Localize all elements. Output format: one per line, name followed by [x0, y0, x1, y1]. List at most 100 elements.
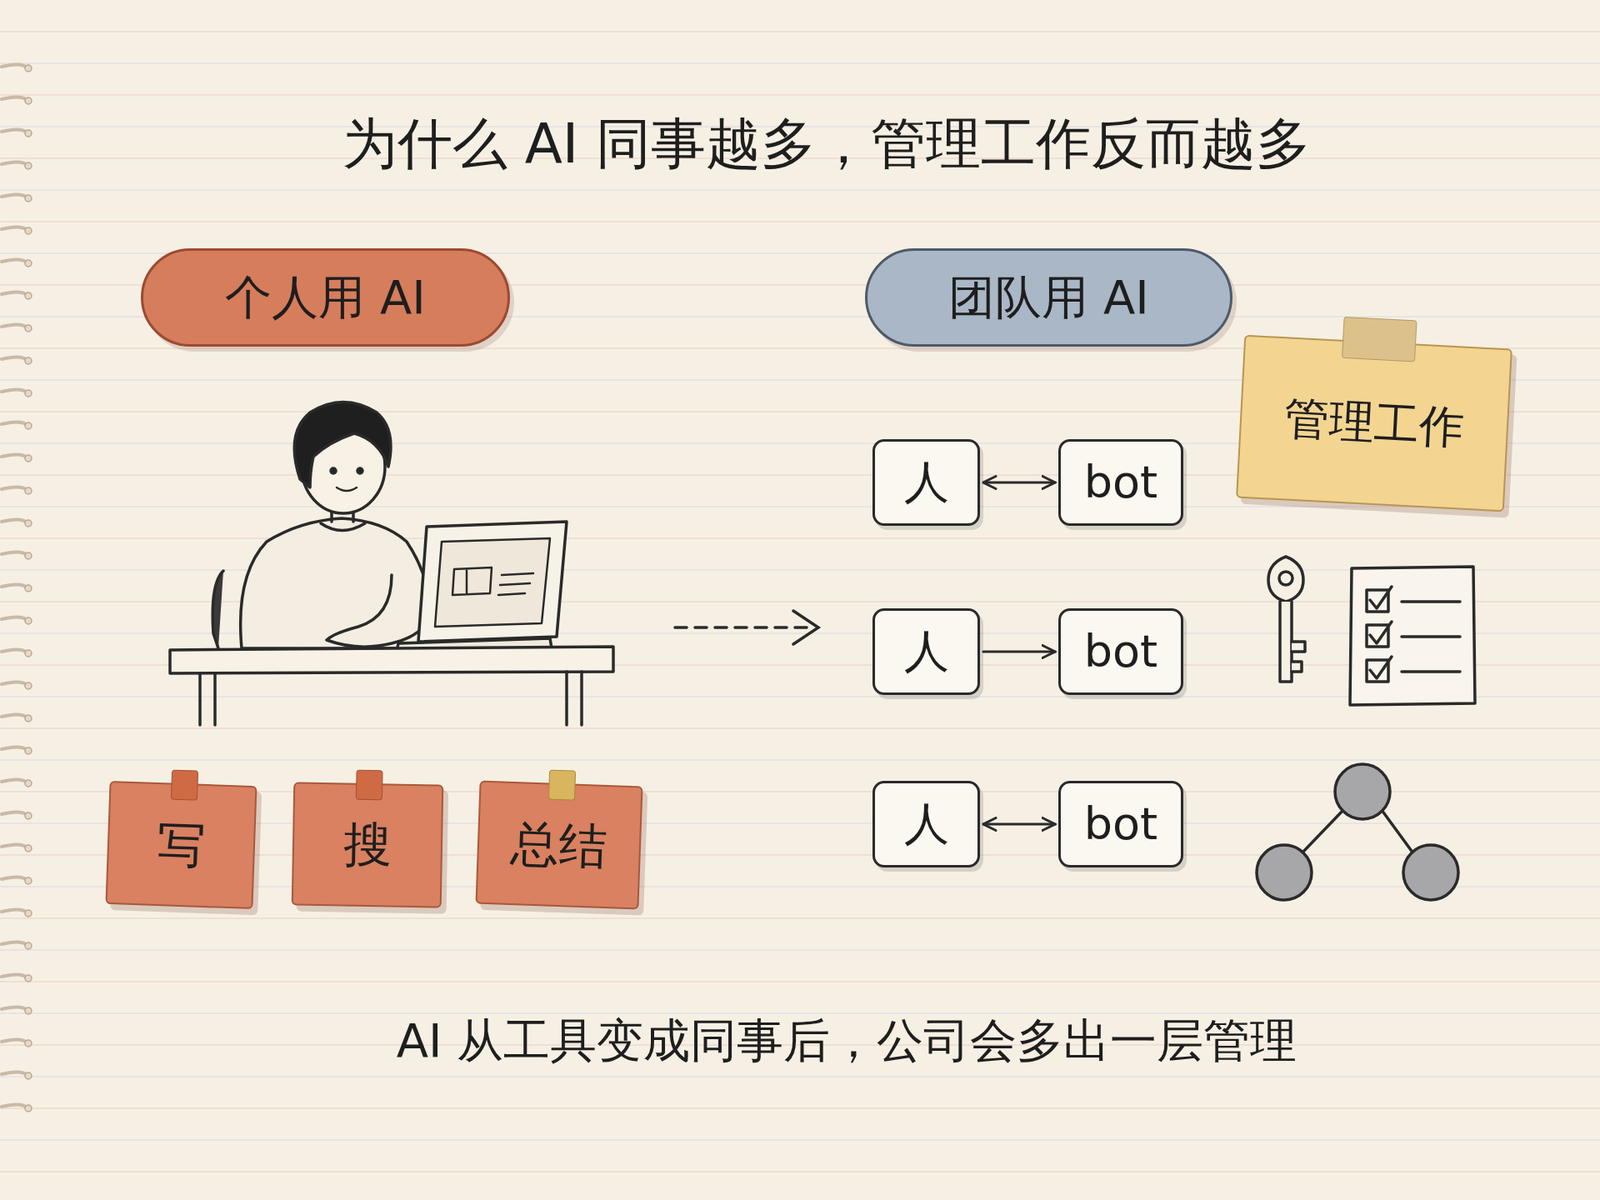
punch-hole [25, 1007, 32, 1015]
network-node [1335, 764, 1390, 820]
node-label: 搜 [342, 816, 392, 874]
punch-hole [25, 292, 32, 300]
check-mark [1370, 621, 1392, 644]
node-label: 写 [155, 816, 206, 875]
checklist-icon [1350, 566, 1475, 705]
ruled-line [0, 1170, 1600, 1173]
spiral-coil [1, 324, 29, 329]
ruled-lines [0, 31, 1600, 1172]
connector-arrow [983, 481, 1055, 485]
spiral-coil [1, 1071, 29, 1076]
node-text-wrap: 团队用 AI [948, 270, 1150, 325]
check-rows [1366, 586, 1460, 682]
spiral-coil [1, 1104, 29, 1109]
node-text-wrap: bot [1084, 625, 1159, 678]
node-text-wrap: 个人用 AI [225, 270, 426, 325]
spiral-coil [1, 876, 29, 881]
punch-hole [25, 357, 32, 365]
sticky-note: 搜 [291, 781, 445, 908]
node-text-wrap: bot [1084, 798, 1159, 850]
person-box: 人 [872, 780, 980, 868]
spiral-coil [1, 974, 29, 979]
node-label: 人 [904, 625, 950, 678]
spiral-coil [1, 779, 29, 784]
spiral-coil [1, 454, 29, 459]
node-label: 个人用 AI [225, 270, 426, 325]
ruled-line [0, 917, 1600, 920]
punch-hole [25, 487, 32, 495]
node-label: 人 [904, 798, 950, 850]
ruled-line [0, 980, 1600, 983]
punch-hole [25, 682, 32, 690]
bot-box: bot [1058, 608, 1184, 695]
ruled-line [0, 94, 1600, 96]
punch-hole [25, 585, 32, 592]
connector-arrow [983, 650, 1055, 654]
eye [357, 468, 363, 474]
spiral-coil [1, 129, 29, 134]
node-label: bot [1084, 798, 1159, 850]
punch-hole [25, 910, 32, 917]
punch-hole [25, 65, 32, 72]
ruled-line [0, 189, 1600, 191]
spiral-coil [1, 519, 29, 524]
node-text-wrap: bot [1084, 456, 1159, 509]
spiral-coil [1, 1006, 29, 1011]
tape-strip [355, 770, 384, 801]
punch-hole [25, 1105, 32, 1112]
spiral-coil [1, 616, 29, 621]
check-line [1401, 670, 1460, 674]
spiral-coil [1, 941, 29, 946]
spiral-coil [1, 291, 29, 296]
mouth [336, 487, 357, 491]
key-icon [1268, 556, 1305, 682]
punch-hole [25, 747, 32, 755]
punch-hole [25, 260, 32, 267]
checklist-paper [1350, 566, 1475, 705]
ruled-line [0, 505, 1600, 508]
tape-strip [170, 770, 198, 801]
sticky-note: 管理工作 [1235, 335, 1513, 513]
punch-hole [25, 97, 32, 105]
punch-hole [25, 520, 32, 527]
spiral-coil [1, 64, 29, 69]
ruled-line [0, 1139, 1600, 1141]
node-label: 管理工作 [1283, 392, 1466, 454]
tape-strip [548, 770, 576, 801]
network-node [1403, 845, 1459, 900]
node-label: 总结 [510, 815, 609, 875]
spiral-coil [1, 194, 29, 199]
spiral-coil [1, 96, 29, 101]
spiral-coil [1, 811, 29, 816]
spiral-coil [1, 1039, 29, 1044]
check-line [1401, 600, 1460, 604]
person-illustration [170, 402, 614, 726]
punch-hole [25, 650, 32, 657]
punch-hole [25, 845, 32, 852]
ruled-line [0, 1075, 1600, 1078]
spiral-coil [1, 714, 29, 719]
person-box: 人 [872, 608, 980, 695]
chair [212, 570, 224, 649]
spiral-coil [1, 486, 29, 491]
spiral-coil [1, 681, 29, 686]
spiral-coil [1, 584, 29, 589]
spiral-binding [1, 64, 32, 1112]
spiral-coil [1, 746, 29, 751]
eye [330, 468, 336, 474]
ruled-line [0, 30, 1600, 33]
monitor [418, 521, 567, 642]
node-text-wrap: 人 [904, 456, 950, 509]
ruled-line [0, 220, 1600, 223]
punch-hole [25, 390, 32, 397]
diagram-title: 为什么 AI 同事越多，管理工作反而越多 [342, 106, 1312, 182]
node-text-wrap: 写 [155, 816, 206, 875]
key-bow [1268, 556, 1304, 602]
check-line [1401, 635, 1460, 639]
spiral-coil [1, 649, 29, 654]
punch-hole [25, 617, 32, 625]
spiral-coil [1, 389, 29, 394]
punch-hole [25, 130, 32, 137]
mode-pill: 个人用 AI [140, 248, 510, 347]
